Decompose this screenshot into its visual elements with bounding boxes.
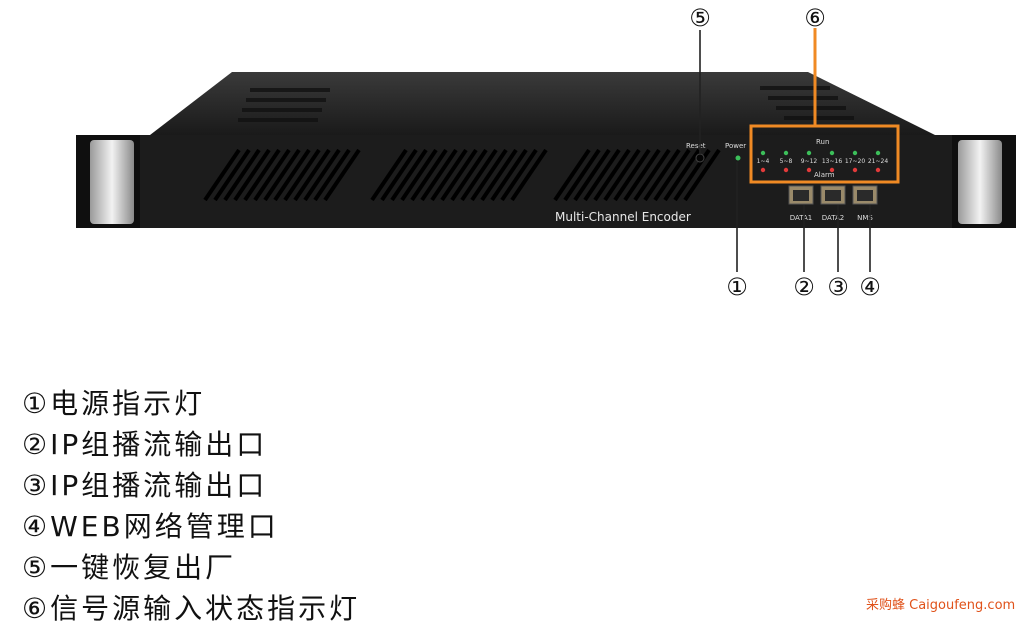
callout-1: ① (726, 273, 748, 301)
legend-item-power-led: ①电源指示灯 (22, 387, 206, 420)
leader-lines (699, 30, 871, 272)
alarm-label: Alarm (814, 171, 835, 179)
power-led (735, 155, 741, 161)
reset-label: Reset (686, 142, 706, 150)
vent-slot (293, 148, 331, 202)
vent-slot (400, 148, 438, 202)
alarm-led (852, 167, 858, 173)
alarm-leds (760, 167, 881, 173)
run-led (783, 150, 789, 156)
vent-slot (553, 148, 591, 202)
model-label: Multi-Channel Encoder (555, 210, 691, 224)
vent-slot (633, 148, 671, 202)
run-leds (760, 150, 881, 156)
alarm-led (829, 167, 835, 173)
right-rack-ear (952, 135, 1016, 228)
vent-slot (583, 148, 621, 202)
vent-slot (450, 148, 488, 202)
vent-slot (203, 148, 241, 202)
vent-slot (573, 148, 611, 202)
vent-slot (233, 148, 271, 202)
vent-slot (470, 148, 508, 202)
callout-4: ④ (859, 273, 881, 301)
top-vents (238, 86, 854, 122)
vent-slot (370, 148, 408, 202)
legend-item-status-leds: ⑥信号源输入状态指示灯 (22, 592, 361, 625)
vent-slot (263, 148, 301, 202)
run-led (852, 150, 858, 156)
legend-list: ①电源指示灯 ②IP组播流输出口 ③IP组播流输出口 ④WEB网络管理口 ⑤一键… (22, 383, 582, 629)
vent-slot (440, 148, 478, 202)
power-label: Power (725, 142, 746, 150)
vent-slot (613, 148, 651, 202)
legend-item-data2-port: ③IP组播流输出口 (22, 469, 268, 502)
vent-slot (253, 148, 291, 202)
legend-item-reset-button: ⑤一键恢复出厂 (22, 551, 237, 584)
vent-slot (663, 148, 701, 202)
reset-button[interactable] (695, 153, 705, 163)
callout-2: ② (793, 273, 815, 301)
callout-5: ⑤ (689, 4, 711, 32)
run-led (829, 150, 835, 156)
vent-slot (223, 148, 261, 202)
channel-group-label: 9~12 (801, 158, 818, 165)
legend-item-data1-port: ②IP组播流输出口 (22, 428, 268, 461)
vent-slot (323, 148, 361, 202)
callout-6: ⑥ (804, 4, 826, 32)
port-label: DATA2 (822, 214, 845, 222)
run-led (806, 150, 812, 156)
vent-slot (420, 148, 458, 202)
watermark: 采购蜂 Caigoufeng.com (866, 598, 1016, 613)
alarm-led (806, 167, 812, 173)
port-label: DATA1 (790, 214, 813, 222)
alarm-led (875, 167, 881, 173)
rj45-socket (825, 190, 841, 201)
vent-slot (510, 148, 548, 202)
rj45-socket (793, 190, 809, 201)
vent-slot (603, 148, 641, 202)
vent-slot (563, 148, 601, 202)
vent-slot (213, 148, 251, 202)
vent-slot (430, 148, 468, 202)
chassis-top (150, 72, 935, 135)
vent-slot (303, 148, 341, 202)
vent-slot (623, 148, 661, 202)
run-led (875, 150, 881, 156)
channel-group-label: 17~20 (845, 158, 865, 165)
vent-slot (653, 148, 691, 202)
vent-slot (593, 148, 631, 202)
vent-slot (500, 148, 538, 202)
channel-group-label: 5~8 (780, 158, 793, 165)
vent-slot (460, 148, 498, 202)
port-label: NMS (857, 214, 873, 222)
vent-slot (380, 148, 418, 202)
vent-slot (410, 148, 448, 202)
channel-group-label: 21~24 (868, 158, 888, 165)
vent-slot (283, 148, 321, 202)
channel-group-label: 13~16 (822, 158, 842, 165)
vent-slot (273, 148, 311, 202)
front-vents (203, 148, 721, 202)
callout-3: ③ (827, 273, 849, 301)
channel-group-label: 1~4 (757, 158, 770, 165)
vent-slot (480, 148, 518, 202)
run-led (760, 150, 766, 156)
vent-slot (643, 148, 681, 202)
rj45-socket (857, 190, 873, 201)
legend-item-nms-port: ④WEB网络管理口 (22, 510, 279, 543)
network-ports: DATA1 DATA2 NMS (788, 185, 878, 222)
vent-slot (490, 148, 528, 202)
vent-slot (683, 148, 721, 202)
vent-slot (313, 148, 351, 202)
vent-slot (243, 148, 281, 202)
run-label: Run (816, 138, 829, 146)
vent-slot (390, 148, 428, 202)
led-callout-box (749, 124, 900, 184)
alarm-led (783, 167, 789, 173)
left-rack-ear (76, 135, 140, 228)
alarm-led (760, 167, 766, 173)
